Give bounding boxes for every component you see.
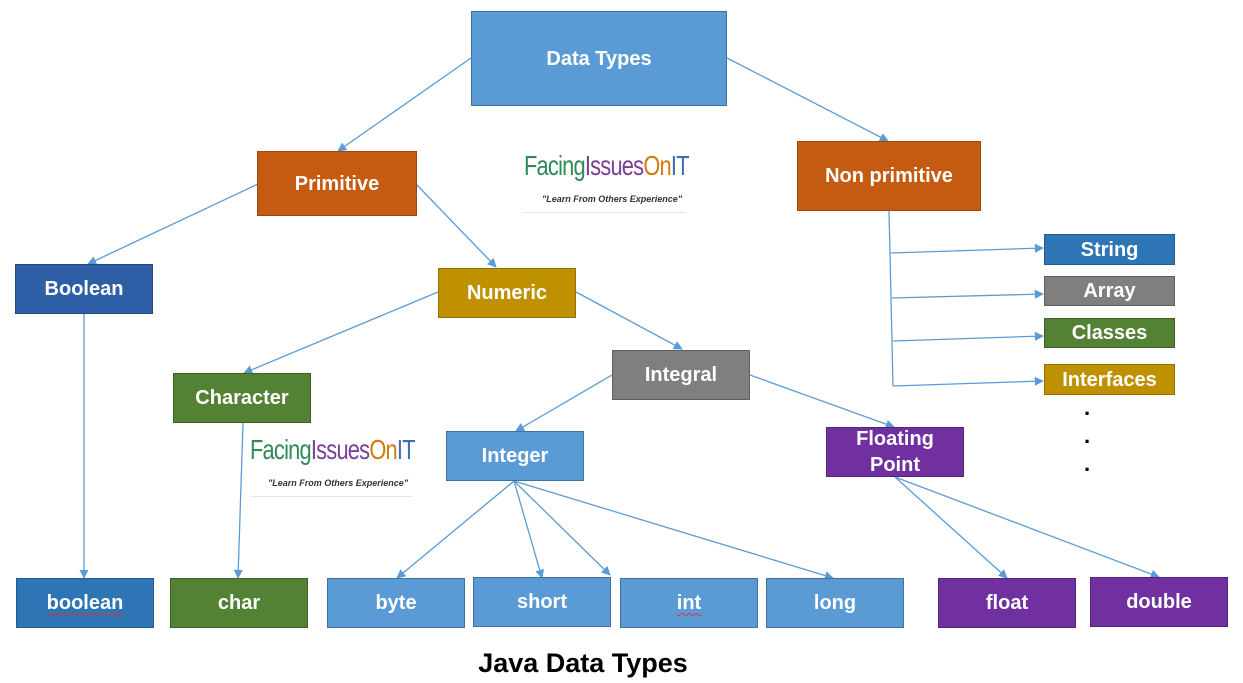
node-double-type: double [1090, 577, 1228, 627]
continuation-dot: . [1084, 395, 1091, 420]
watermark-tagline: "Learn From Others Experience" [268, 478, 409, 488]
boolean-type-label: boolean [46, 592, 124, 614]
continuation-dot: . [1084, 451, 1091, 476]
watermark-logo: FacingIssuesOnIT "Learn From Others Expe… [250, 434, 420, 506]
arrow-nonprimitive-array [891, 289, 1044, 299]
floating-point-line2: Point [870, 454, 920, 476]
arrow-numeric-integral [575, 291, 683, 350]
node-character: Character [173, 373, 311, 423]
arrow-primitive-boolean [87, 183, 259, 265]
arrow-datatypes-nonprimitive [726, 57, 889, 142]
arrow-floating-float [894, 476, 1008, 579]
continuation-dot: . [1084, 423, 1091, 448]
node-numeric: Numeric [438, 268, 576, 318]
arrow-nonprimitive-interfaces [892, 376, 1044, 387]
node-float-type: float [938, 578, 1076, 628]
watermark-divider [250, 496, 412, 497]
node-string: String [1044, 234, 1175, 265]
arrow-integral-integer [515, 374, 613, 432]
arrow-primitive-numeric [415, 183, 497, 268]
arrow-integer-long [513, 480, 834, 580]
arrow-floating-double [894, 476, 1160, 579]
int-type-label: int [676, 592, 702, 614]
node-long-type: long [766, 578, 904, 628]
arrow-nonprimitive-classes [892, 331, 1044, 342]
watermark-divider [524, 212, 686, 213]
node-boolean-category: Boolean [15, 264, 153, 314]
node-short-type: short [473, 577, 611, 627]
node-array: Array [1044, 276, 1175, 306]
arrow-integral-floating [749, 374, 895, 429]
arrow-nonprimitive-string [890, 243, 1044, 254]
node-classes: Classes [1044, 318, 1175, 348]
watermark-title: FacingIssuesOnIT [250, 434, 416, 465]
node-primitive: Primitive [257, 151, 417, 216]
arrow-integer-short [513, 480, 545, 579]
arrow-integer-int [513, 480, 611, 576]
node-char-type: char [170, 578, 308, 628]
arrow-character-char [233, 422, 244, 579]
arrow-numeric-character [243, 291, 439, 375]
arrow-integer-byte [396, 480, 515, 579]
watermark-logo: FacingIssuesOnIT "Learn From Others Expe… [524, 150, 694, 222]
node-interfaces: Interfaces [1044, 364, 1175, 395]
node-non-primitive: Non primitive [797, 141, 981, 211]
floating-point-line1: Floating [856, 428, 934, 450]
watermark-title: FacingIssuesOnIT [524, 150, 690, 181]
arrow-datatypes-primitive [337, 57, 472, 152]
node-integral: Integral [612, 350, 750, 400]
node-byte-type: byte [327, 578, 465, 628]
nonprimitive-trunk [888, 210, 894, 387]
watermark-tagline: "Learn From Others Experience" [542, 194, 683, 204]
node-int-type: int [620, 578, 758, 628]
diagram-caption: Java Data Types [478, 648, 688, 678]
node-boolean-type: boolean [16, 578, 154, 628]
node-data-types: Data Types [471, 11, 727, 106]
node-floating-point: Floating Point [826, 427, 964, 477]
node-integer: Integer [446, 431, 584, 481]
